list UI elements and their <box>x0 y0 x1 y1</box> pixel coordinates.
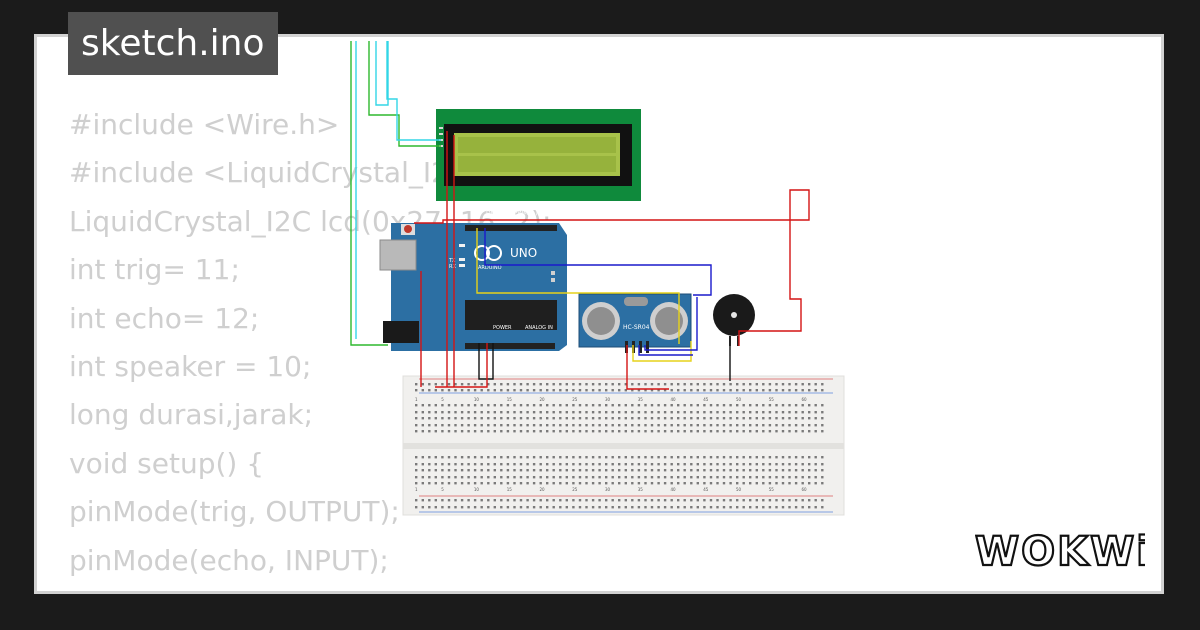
breadboard-column-number: 50 <box>736 487 742 492</box>
breadboard-column-number: 20 <box>540 397 546 402</box>
breadboard-column-number: 30 <box>605 487 611 492</box>
svg-text:TX: TX <box>448 258 456 264</box>
piezo-buzzer <box>713 294 755 346</box>
breadboard: 1155101015152020252530303535404045455050… <box>402 375 845 516</box>
arduino-uno-board: DIGITAL (PWM ~) UNO ARDUINO POWER ANALOG… <box>379 210 567 351</box>
breadboard-column-number: 1 <box>415 397 418 402</box>
code-line: pinMode(echo, INPUT); <box>69 543 389 577</box>
analog-label: ANALOG IN <box>525 325 553 331</box>
sensor-label: HC-SR04 <box>623 324 650 331</box>
breadboard-column-number: 40 <box>671 487 677 492</box>
code-line: int speaker = 10; <box>69 350 312 384</box>
breadboard-column-number: 15 <box>507 487 513 492</box>
breadboard-column-number: 10 <box>474 397 480 402</box>
board-model-label: UNO <box>510 246 537 260</box>
breadboard-column-number: 55 <box>769 487 775 492</box>
breadboard-column-number: 30 <box>605 397 611 402</box>
code-line: int trig= 11; <box>69 253 240 287</box>
breadboard-column-number: 40 <box>671 397 677 402</box>
board-brand-label: ARDUINO <box>478 265 502 271</box>
breadboard-column-number: 35 <box>638 487 644 492</box>
breadboard-column-number: 55 <box>769 397 775 402</box>
breadboard-column-number: 15 <box>507 397 513 402</box>
lcd-display <box>436 109 641 201</box>
breadboard-column-number: 45 <box>703 487 709 492</box>
circuit-diagram: DIGITAL (PWM ~) UNO ARDUINO POWER ANALOG… <box>350 41 845 516</box>
code-line: pinMode(trig, OUTPUT); <box>69 495 400 529</box>
sketch-title: sketch.ino <box>68 12 279 75</box>
digital-label: DIGITAL (PWM ~) <box>486 210 538 217</box>
logo-text: WOKWi <box>975 529 1145 573</box>
breadboard-column-number: 20 <box>540 487 546 492</box>
wokwi-logo: WOKWi <box>974 528 1151 577</box>
breadboard-column-number: 1 <box>415 487 418 492</box>
breadboard-column-number: 50 <box>736 397 742 402</box>
code-line: void setup() { <box>69 446 265 480</box>
breadboard-column-number: 45 <box>703 397 709 402</box>
svg-text:RX: RX <box>449 264 456 270</box>
breadboard-column-number: 10 <box>474 487 480 492</box>
breadboard-column-number: 60 <box>802 397 808 402</box>
ultrasonic-sensor: HC-SR04 <box>578 293 692 353</box>
breadboard-column-number: 25 <box>572 397 578 402</box>
breadboard-column-number: 5 <box>441 397 444 402</box>
power-label: POWER <box>493 325 512 331</box>
code-line: int echo= 12; <box>69 301 260 335</box>
code-line: long durasi,jarak; <box>69 398 314 432</box>
breadboard-column-number: 5 <box>441 487 444 492</box>
preview-card: #include <Wire.h>#include <LiquidCrystal… <box>34 34 1164 594</box>
code-line: #include <Wire.h> <box>69 108 340 141</box>
breadboard-column-number: 25 <box>572 487 578 492</box>
wires <box>350 41 810 390</box>
breadboard-column-number: 35 <box>638 397 644 402</box>
breadboard-column-number: 60 <box>802 487 808 492</box>
